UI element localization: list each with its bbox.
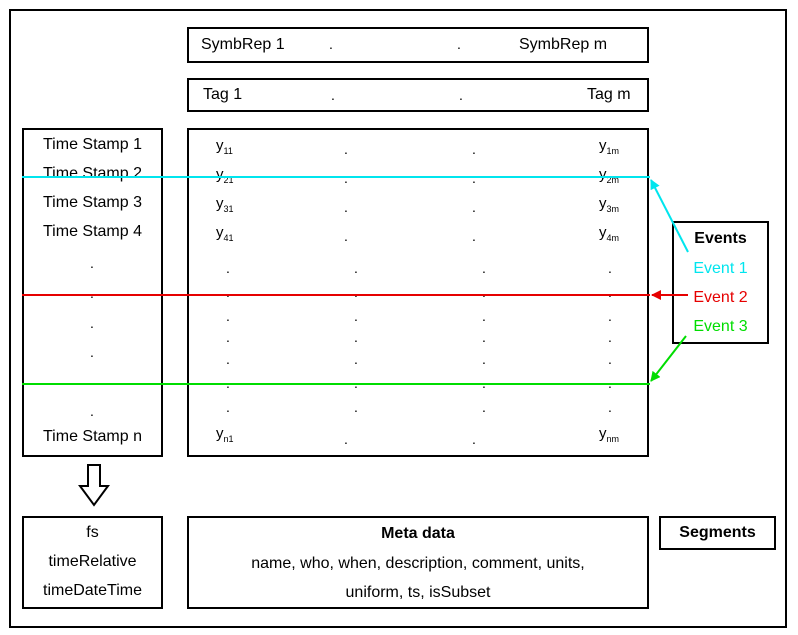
matrix-ellipsis: . <box>482 351 486 367</box>
matrix-ellipsis: . <box>608 399 612 415</box>
time-meta-relative: timeRelative <box>48 553 137 570</box>
matrix-ellipsis: . <box>354 308 358 324</box>
matrix-ellipsis: . <box>354 260 358 276</box>
y-value-row3-colm: y3m <box>599 195 620 214</box>
meta-data-line-2: uniform, ts, isSubset <box>345 584 491 601</box>
matrix-ellipsis: . <box>354 399 358 415</box>
matrix-ellipsis: . <box>608 260 612 276</box>
y-value-row1-col1: y11 <box>216 137 233 156</box>
matrix-ellipsis: . <box>344 431 348 447</box>
outer-frame <box>9 9 787 628</box>
tag-first: Tag 1 <box>203 86 243 103</box>
time-ellipsis: . <box>90 255 94 271</box>
matrix-ellipsis: . <box>354 351 358 367</box>
y-value-row3-col1: y31 <box>216 195 234 214</box>
event-2-label: Event 2 <box>693 289 748 306</box>
matrix-ellipsis: . <box>354 284 358 300</box>
time-stamp-1: Time Stamp 1 <box>43 136 142 153</box>
matrix-ellipsis: . <box>354 329 358 345</box>
matrix-ellipsis: . <box>482 284 486 300</box>
time-meta-fs: fs <box>86 524 99 541</box>
event-3-label: Event 3 <box>693 318 748 335</box>
y-value-row4-colm: y4m <box>599 224 620 243</box>
matrix-ellipsis: . <box>608 284 612 300</box>
event-3-arrow <box>650 335 687 382</box>
matrix-ellipsis: . <box>226 284 230 300</box>
symbrep-box: SymbRep 1 . . SymbRep m <box>187 27 649 63</box>
y-value-rown-col1: yn1 <box>216 425 234 444</box>
matrix-ellipsis: . <box>608 308 612 324</box>
y-value-row2-col1: y21 <box>216 166 234 185</box>
symbrep-ellipsis-2: . <box>457 36 461 52</box>
matrix-ellipsis: . <box>226 351 230 367</box>
matrix-ellipsis: . <box>482 399 486 415</box>
matrix-ellipsis: . <box>226 399 230 415</box>
matrix-ellipsis: . <box>608 329 612 345</box>
tag-ellipsis-1: . <box>331 87 335 103</box>
matrix-ellipsis: . <box>608 351 612 367</box>
tag-ellipsis-2: . <box>459 87 463 103</box>
time-ellipsis: . <box>90 403 94 419</box>
matrix-ellipsis: . <box>344 141 348 157</box>
down-arrow-icon <box>78 464 110 507</box>
matrix-ellipsis: . <box>472 141 476 157</box>
symbrep-last: SymbRep m <box>519 36 608 53</box>
matrix-ellipsis: . <box>472 199 476 215</box>
tag-last: Tag m <box>587 86 631 103</box>
segments-box: Segments <box>659 516 776 550</box>
matrix-ellipsis: . <box>226 308 230 324</box>
matrix-ellipsis: . <box>482 308 486 324</box>
time-stamp-3: Time Stamp 3 <box>43 194 142 211</box>
y-value-row1-colm: y1m <box>599 137 620 156</box>
time-ellipsis: . <box>90 285 94 301</box>
events-box: Events Event 1 Event 2 Event 3 <box>672 221 769 344</box>
matrix-ellipsis: . <box>482 329 486 345</box>
y-value-rown-colm: ynm <box>599 425 620 444</box>
symbrep-first: SymbRep 1 <box>201 36 285 53</box>
events-title: Events <box>694 230 747 247</box>
event-1-label: Event 1 <box>693 260 748 277</box>
time-meta-datetime: timeDateTime <box>43 582 142 599</box>
matrix-ellipsis: . <box>344 228 348 244</box>
time-ellipsis: . <box>90 315 94 331</box>
symbrep-ellipsis-1: . <box>329 36 333 52</box>
y-value-row4-col1: y41 <box>216 224 234 243</box>
matrix-ellipsis: . <box>226 329 230 345</box>
time-stamp-4: Time Stamp 4 <box>43 223 142 240</box>
time-stamp-n: Time Stamp n <box>43 428 142 445</box>
matrix-ellipsis: . <box>472 431 476 447</box>
matrix-ellipsis: . <box>482 260 486 276</box>
time-meta-box: fs timeRelative timeDateTime <box>22 516 163 609</box>
matrix-ellipsis: . <box>344 199 348 215</box>
matrix-ellipsis: . <box>472 228 476 244</box>
segments-label: Segments <box>679 524 756 541</box>
time-ellipsis: . <box>90 344 94 360</box>
meta-data-box: Meta data name, who, when, description, … <box>187 516 649 609</box>
matrix-ellipsis: . <box>226 260 230 276</box>
event-1-arrow <box>650 179 689 253</box>
meta-data-line-1: name, who, when, description, comment, u… <box>251 555 585 572</box>
y-value-row2-colm: y2m <box>599 166 620 185</box>
data-matrix-box: y11 . . y1m y21 . . y2m y31 . . y3m y41 … <box>187 128 649 457</box>
tag-box: Tag 1 . . Tag m <box>187 78 649 112</box>
meta-data-title: Meta data <box>381 525 455 542</box>
